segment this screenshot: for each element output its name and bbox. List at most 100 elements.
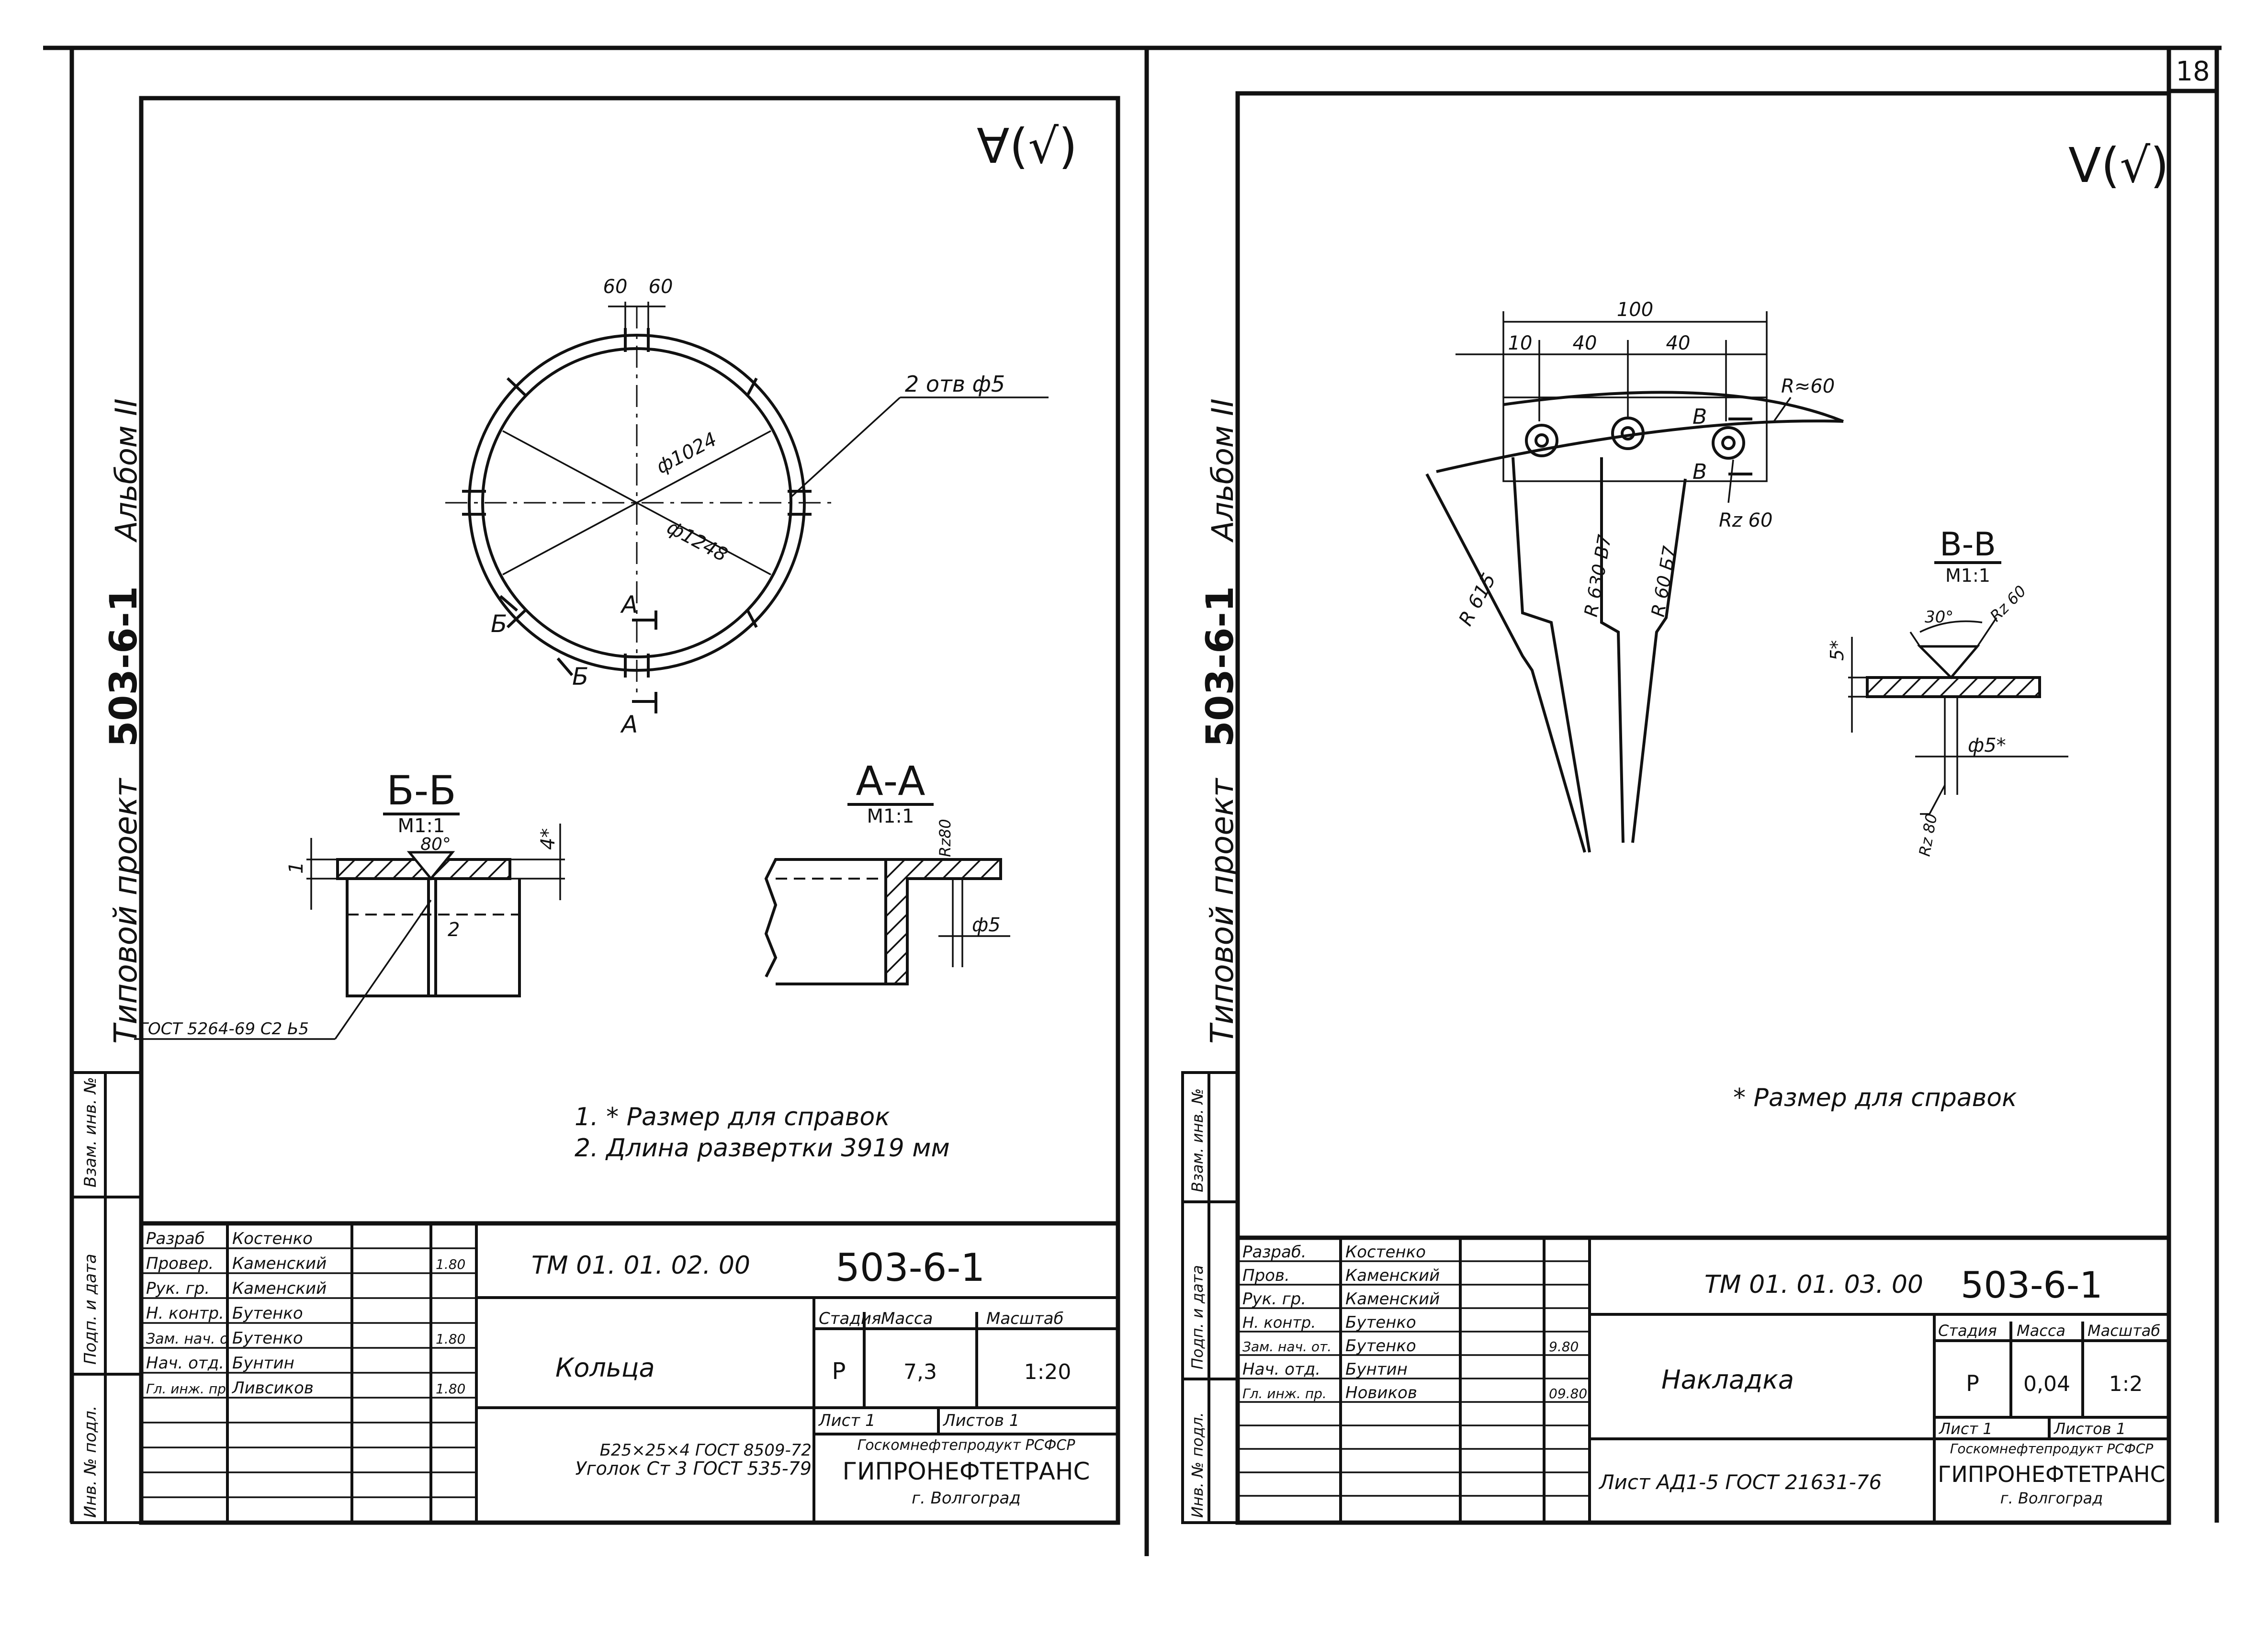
ring-dim-inner: ф1024 <box>653 428 721 478</box>
section-vv-roughness-bottom: Rz 80 <box>1915 812 1941 858</box>
ring-cut-b-bottom: Б <box>572 663 588 690</box>
right-margin-project-label: Типовой проект <box>1204 777 1241 1044</box>
page-number: 18 <box>2176 56 2210 87</box>
right-sidebar-label-2: Подп. и дата <box>1188 1265 1207 1369</box>
left-tb-mass: 7,3 <box>903 1360 937 1384</box>
section-vv-dim-hole: ф5* <box>1968 735 2006 757</box>
left-tb-part-name: Кольца <box>555 1353 655 1383</box>
left-sidebar-label-1: Взам. инв. № <box>81 1077 100 1187</box>
left-tb-role-4: Н. контр. <box>146 1304 224 1323</box>
section-bb-gap: 2 <box>448 919 460 941</box>
left-margin-album-label: Альбом II <box>109 398 144 543</box>
right-tb-sheets: Листов 1 <box>2054 1420 2126 1438</box>
section-vv-dim-thickness: 5* <box>1827 640 1848 661</box>
right-tb-name-4: Бутенко <box>1345 1313 1416 1332</box>
left-tb-material-top: Б25×25×4 ГОСТ 8509-72 <box>600 1441 812 1460</box>
right-margin-album-label: Альбом II <box>1205 398 1240 543</box>
right-tb-role-3: Рук. гр. <box>1242 1289 1306 1309</box>
right-tb-sheet: Лист 1 <box>1939 1420 1993 1438</box>
sheet-frame <box>43 45 2222 1556</box>
right-tb-org-name: ГИПРОНЕФТЕТРАНС <box>1938 1461 2165 1487</box>
left-tb-date-2: 1.80 <box>436 1256 465 1272</box>
right-tb-designation: ТМ 01. 01. 03. 00 <box>1704 1270 1923 1299</box>
left-sidebar-stamp: Взам. инв. № Подп. и дата Инв. № подл. <box>70 1071 143 1524</box>
left-tb-project-code: 503-6-1 <box>835 1245 985 1290</box>
left-tb-designation: ТМ 01. 01. 02. 00 <box>531 1251 750 1280</box>
right-sidebar-label-3: Инв. № подл. <box>1188 1412 1207 1518</box>
left-title-block: Разраб Костенко Провер. Каменский 1.80 Р… <box>141 1221 1118 1523</box>
right-tb-role-6: Нач. отд. <box>1242 1360 1320 1379</box>
right-tb-name-5: Бутенко <box>1345 1336 1416 1356</box>
right-tb-org-ministry: Госкомнефтепродукт РСФСР <box>1950 1441 2154 1457</box>
plate-dim-40b: 40 <box>1666 332 1691 354</box>
ring-cut-b-top: Б <box>491 610 507 638</box>
left-tb-name-1: Костенко <box>232 1229 313 1248</box>
ring-splice-marks <box>462 328 812 678</box>
right-tb-material: Лист АД1-5 ГОСТ 21631-76 <box>1598 1470 1882 1494</box>
left-sheet: Взам. инв. № Подп. и дата Инв. № подл. Т… <box>69 48 1120 1525</box>
left-tb-role-2: Провер. <box>146 1254 214 1273</box>
right-sidebar-label-1: Взам. инв. № <box>1188 1088 1207 1192</box>
left-margin-project-label: Типовой проект <box>107 777 144 1044</box>
left-tb-role-3: Рук. гр. <box>146 1279 210 1298</box>
right-tb-role-2: Пров. <box>1242 1266 1290 1285</box>
plate-view: 100 10 40 40 R≈60 Rz 60 В В R 615 R 630 … <box>1425 299 1844 853</box>
left-note-2: 2. Длина развертки 3919 мм <box>575 1134 950 1163</box>
left-tb-sheets: Листов 1 <box>942 1411 1019 1430</box>
plate-radius-top: R≈60 <box>1781 375 1835 397</box>
section-bb-scale: М1:1 <box>398 815 445 837</box>
left-tb-role-7: Гл. инж. пр. <box>146 1381 230 1397</box>
plate-radius-2: R 630 В7 <box>1580 533 1615 618</box>
plate-dim-40a: 40 <box>1573 332 1597 354</box>
left-tb-header-stage: Стадия <box>819 1309 881 1328</box>
left-roughness-mark: ∀(√) <box>977 118 1077 174</box>
left-margin-code-label: 503-6-1 <box>102 586 146 747</box>
right-tb-header-stage: Стадия <box>1938 1322 1997 1340</box>
left-tb-sheet: Лист 1 <box>818 1411 876 1430</box>
right-tb-role-7: Гл. инж. пр. <box>1242 1386 1327 1401</box>
section-vv-scale: М1:1 <box>1945 565 1990 586</box>
section-aa-title: А-А <box>856 757 925 804</box>
right-tb-project-code: 503-6-1 <box>1961 1264 2103 1306</box>
left-tb-name-6: Бунтин <box>232 1354 294 1373</box>
left-tb-role-1: Разраб <box>146 1229 205 1248</box>
ring-cut-a-top: А <box>620 591 638 619</box>
left-tb-org-city: г. Волгоград <box>912 1489 1021 1508</box>
right-tb-name-2: Каменский <box>1345 1266 1440 1285</box>
right-tb-name-1: Костенко <box>1345 1243 1426 1262</box>
right-tb-org-city: г. Волгоград <box>2000 1489 2103 1507</box>
ring-dim-top-left: 60 <box>603 276 628 298</box>
section-vv-angle: 30° <box>1925 608 1953 627</box>
right-margin-code-label: 503-6-1 <box>1199 586 1242 747</box>
right-tb-date-7: 09.80 <box>1549 1386 1587 1401</box>
left-tb-stage: Р <box>832 1358 846 1385</box>
right-tb-name-7: Новиков <box>1345 1383 1417 1402</box>
section-aa-scale: М1:1 <box>867 805 914 827</box>
right-tb-role-1: Разраб. <box>1242 1243 1307 1262</box>
left-tb-header-mass: Масса <box>881 1309 933 1328</box>
section-aa-roughness: Rz80 <box>936 819 954 857</box>
right-sheet: Взам. инв. № Подп. и дата Инв. № подл. Т… <box>1181 91 2171 1525</box>
right-tb-mass: 0,04 <box>2023 1372 2070 1396</box>
plate-cut-top: В <box>1693 405 1707 429</box>
left-sidebar-label-3: Инв. № подл. <box>81 1405 100 1518</box>
section-aa: А-А М1:1 ф5 Rz80 <box>764 757 1010 985</box>
right-title-block: Разраб. Костенко Пров. Каменский Рук. гр… <box>1238 1235 2169 1523</box>
right-roughness-mark: V(√) <box>2068 137 2169 193</box>
left-tb-role-5: Зам. нач. о <box>146 1331 228 1347</box>
ring-dim-outer: ф1248 <box>663 516 731 566</box>
left-tb-name-2: Каменский <box>232 1254 327 1273</box>
right-sidebar-stamp: Взам. инв. № Подп. и дата Инв. № подл. <box>1181 1071 1239 1524</box>
plate-dim-10: 10 <box>1508 332 1533 354</box>
left-tb-name-7: Ливсиков <box>231 1379 314 1398</box>
ring-dim-top-right: 60 <box>649 276 673 298</box>
right-tb-scale: 1:2 <box>2109 1372 2143 1396</box>
section-bb: Б-Б М1:1 80° 2 1 4* ГОСТ 5264-69 С2 Ь5 <box>134 767 565 1040</box>
right-tb-role-5: Зам. нач. от. <box>1242 1339 1331 1355</box>
section-aa-dim-hole: ф5 <box>972 914 1001 936</box>
left-sidebar-label-2: Подп. и дата <box>81 1254 100 1365</box>
left-note-1: 1. * Размер для справок <box>575 1103 890 1131</box>
left-tb-name-3: Каменский <box>232 1279 327 1298</box>
left-tb-org-name: ГИПРОНЕФТЕТРАНС <box>843 1458 1090 1485</box>
plate-cut-bottom: В <box>1693 460 1707 484</box>
